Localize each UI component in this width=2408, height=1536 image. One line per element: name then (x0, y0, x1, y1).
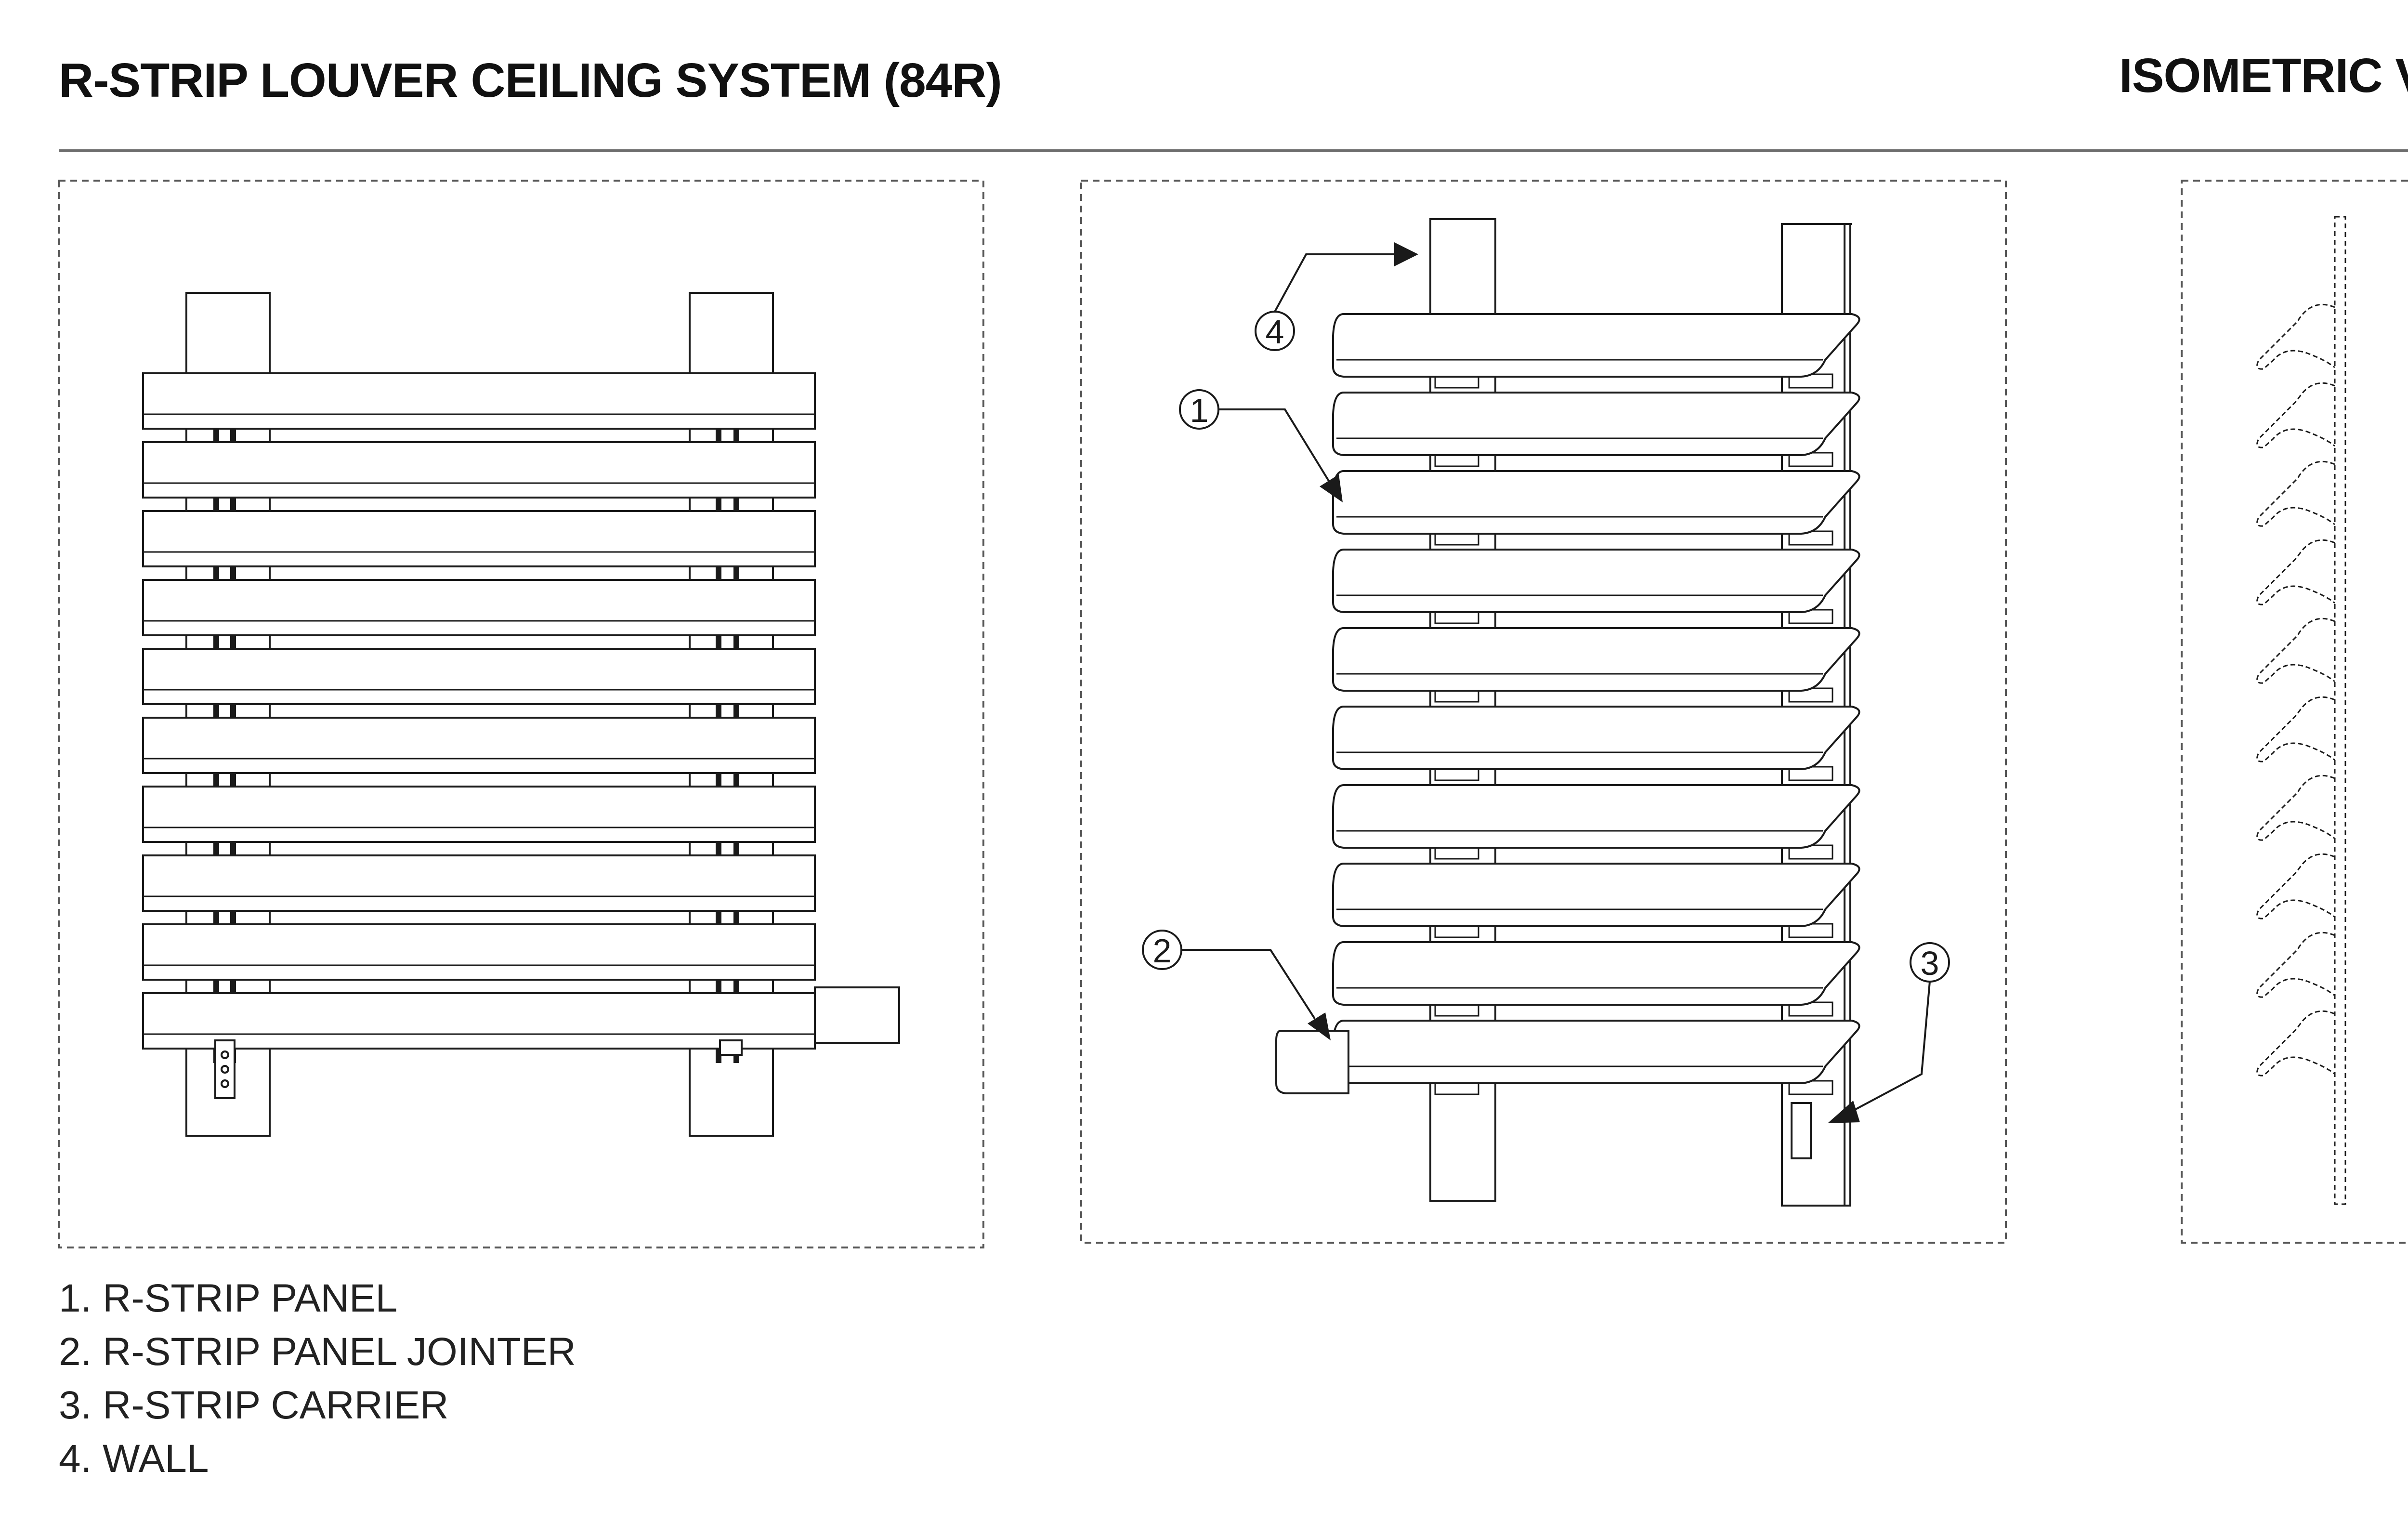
panel-profile (2256, 460, 2335, 527)
louver-panel (142, 648, 816, 705)
louver-panel (1332, 470, 1860, 535)
louver-panel (142, 510, 816, 567)
louver-panel (142, 372, 816, 430)
louver-panel (1332, 549, 1860, 613)
louver-panel (1332, 784, 1860, 849)
louver-panel (1332, 706, 1860, 770)
panel-profile (2256, 932, 2335, 998)
screw-hole (221, 1050, 229, 1059)
louver-panel (1332, 392, 1860, 456)
side-section-view (2256, 216, 2346, 1205)
side-view-frame (2181, 180, 2408, 1244)
louver-panel (1332, 627, 1860, 692)
drawing-title: R-STRIP LOUVER CEILING SYSTEM (84R) (59, 53, 1002, 107)
panel-profile (2256, 1010, 2335, 1077)
front-view-frame (58, 180, 984, 1248)
panel-profile (2256, 382, 2335, 448)
iso-view-frame (1080, 180, 2007, 1244)
louver-panel (142, 441, 816, 499)
panel-jointer (1275, 1030, 1349, 1094)
title-rule (59, 149, 2408, 152)
screw-hole (221, 1065, 229, 1074)
callout-3-number: 3 (1921, 945, 1939, 982)
callout-2-number: 2 (1153, 932, 1172, 970)
callout-1-number: 1 (1190, 392, 1209, 429)
front-view (142, 292, 900, 1137)
legend-list: 1. R-STRIP PANEL 2. R-STRIP PANEL JOINTE… (59, 1272, 576, 1485)
callout-4: 4 (1255, 242, 1418, 351)
legend-item: 3. R-STRIP CARRIER (59, 1383, 449, 1427)
panel-profile (2256, 853, 2335, 919)
legend-item: 1. R-STRIP PANEL (59, 1276, 398, 1320)
legend-item: 2. R-STRIP PANEL JOINTER (59, 1330, 576, 1374)
louver-panel (142, 854, 816, 912)
louver-panel (1332, 313, 1860, 378)
technical-drawing: 4 1 2 3 (58, 180, 2408, 1248)
louver-panel (142, 717, 816, 774)
callout-1: 1 (1179, 389, 1343, 502)
panel-profile (2256, 303, 2335, 370)
carrier-bracket (719, 1039, 743, 1056)
screw-hole (221, 1079, 229, 1088)
carrier-rail (2334, 216, 2346, 1205)
view-title: ISOMETRIC VIEW (2119, 49, 2408, 103)
panel-profile (2256, 617, 2335, 684)
panel-profile (2256, 539, 2335, 605)
louver-panel (1332, 863, 1860, 927)
louver-panel (142, 923, 816, 981)
callout-3: 3 (1828, 942, 1950, 1123)
legend-item: 4. WALL (59, 1437, 209, 1481)
panel-jointer (814, 986, 900, 1044)
louver-panel (1332, 1020, 1860, 1084)
louver-panel (1332, 941, 1860, 1006)
callout-4-number: 4 (1266, 313, 1284, 351)
panel-profile (2256, 696, 2335, 762)
louver-panel (142, 992, 816, 1050)
carrier-bracket (1791, 1102, 1812, 1159)
louver-panel (142, 579, 816, 636)
panel-profile (2256, 775, 2335, 841)
callout-2: 2 (1142, 930, 1331, 1040)
isometric-view (1275, 218, 1860, 1207)
louver-panel (142, 786, 816, 843)
